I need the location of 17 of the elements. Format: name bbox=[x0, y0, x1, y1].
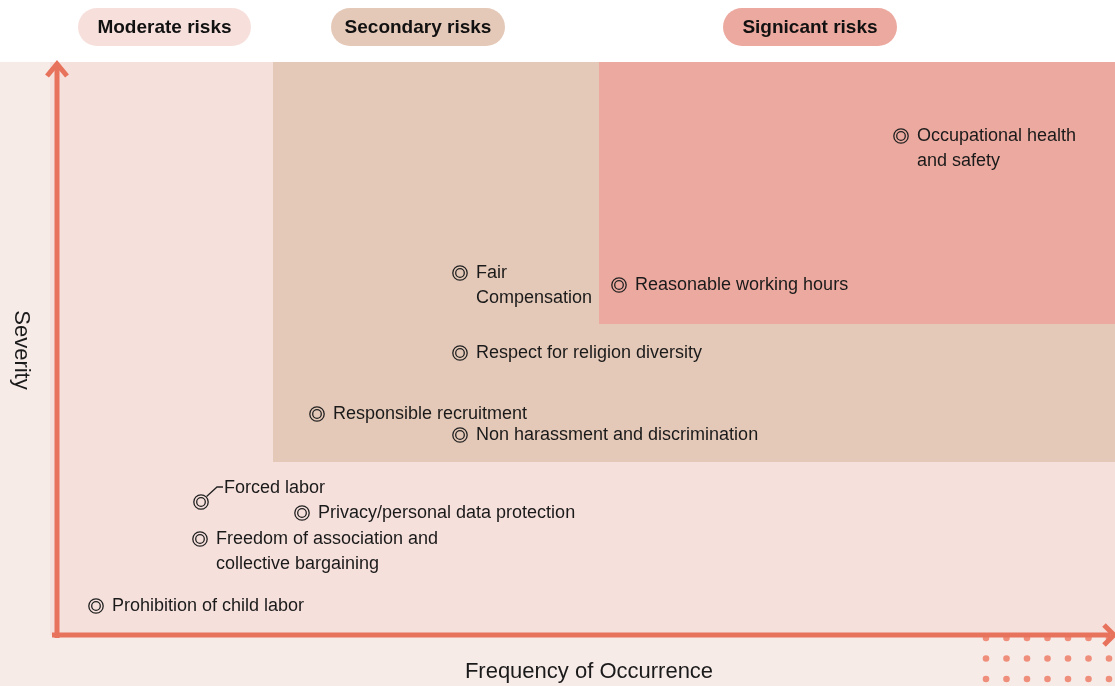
risk-item-label: Non harassment and discrimination bbox=[476, 423, 759, 446]
leader-line bbox=[205, 486, 224, 498]
risk-item-label: Respect for religion diversity bbox=[476, 341, 703, 364]
risk-category-pill: Signicant risks bbox=[723, 8, 897, 46]
risk-item-label: Responsible recruitment bbox=[333, 402, 528, 425]
risk-item-label: Reasonable working hours bbox=[635, 273, 849, 296]
axis-title: Frequency of Occurrence bbox=[464, 658, 714, 684]
axis-title: Severity bbox=[9, 310, 35, 390]
risk-item-label: Fair Compensation bbox=[476, 261, 594, 309]
risk-category-pill: Moderate risks bbox=[78, 8, 251, 46]
risk-item-label: Privacy/personal data protection bbox=[318, 501, 576, 524]
double-circle-icon bbox=[193, 494, 209, 510]
risk-item-label: Forced labor bbox=[224, 475, 326, 500]
risk-category-pill: Secondary risks bbox=[331, 8, 505, 46]
risk-item-label: Prohibition of child labor bbox=[112, 594, 305, 617]
risk-item-label: Occupational health and safety bbox=[917, 124, 1078, 172]
risk-item-label: Freedom of association and collective bargaining bbox=[216, 527, 440, 575]
